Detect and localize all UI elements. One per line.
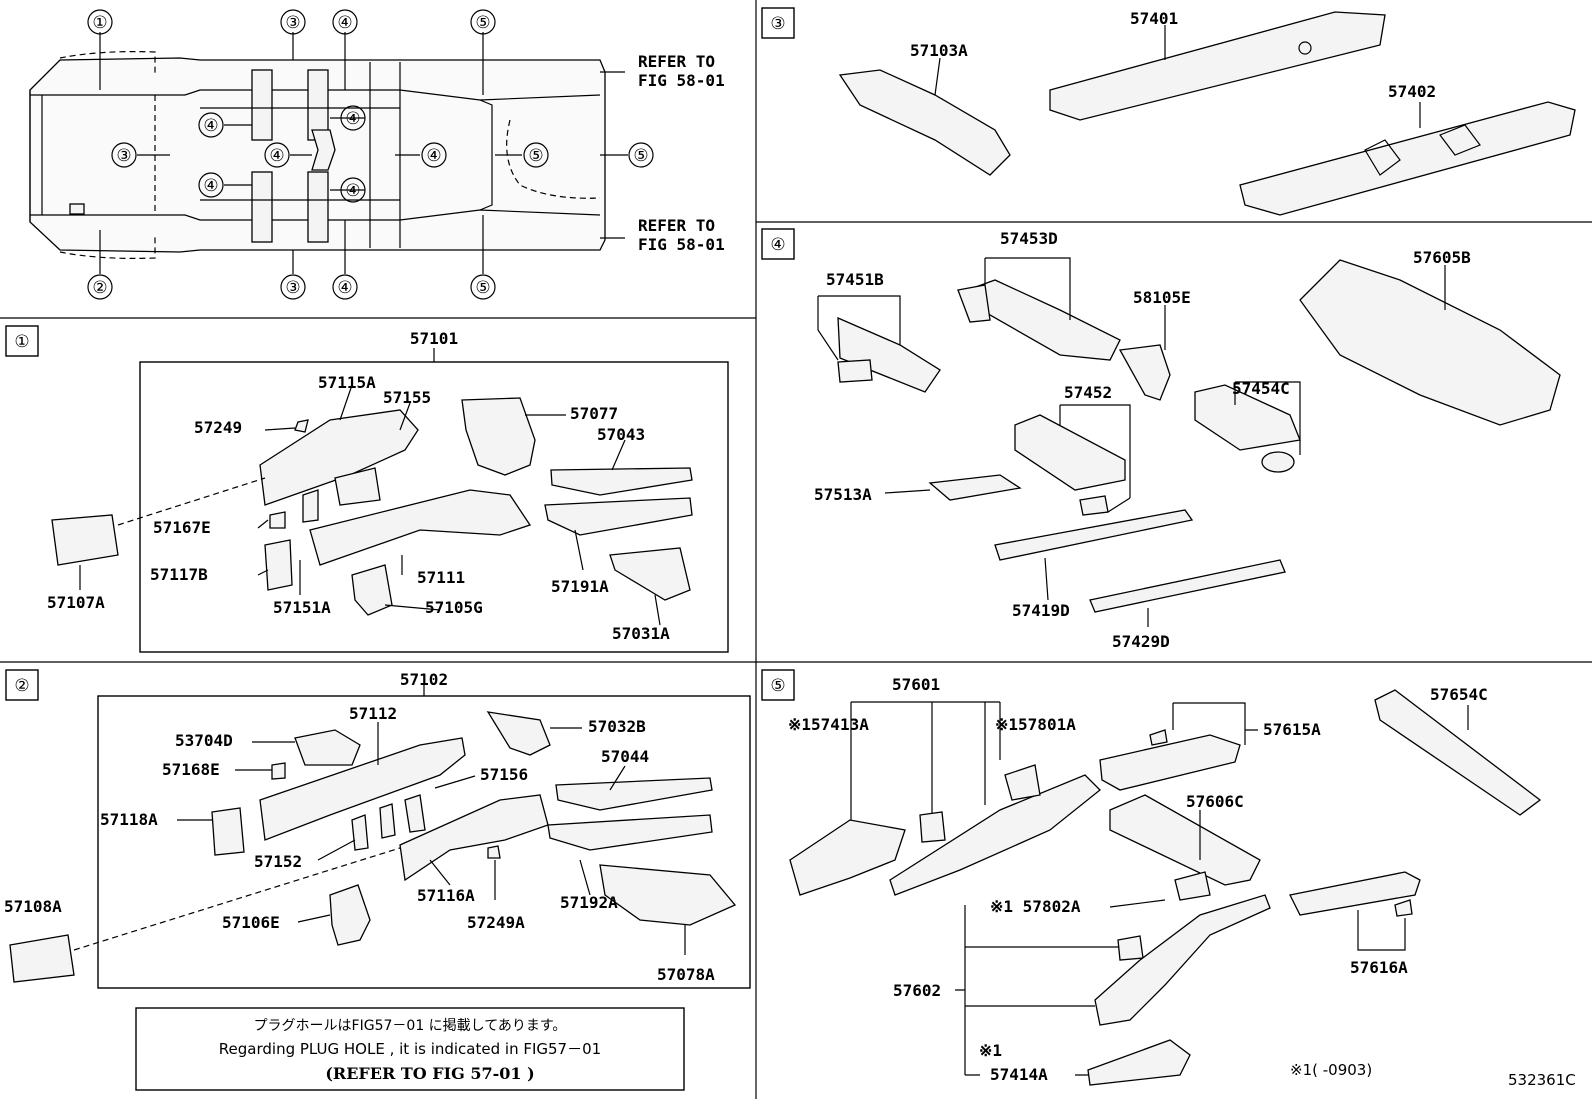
- part-57168E: 57168E: [162, 760, 220, 779]
- part-57115A: 57115A: [318, 373, 376, 392]
- part-157801A: ※157801A: [995, 715, 1076, 734]
- overview-callouts: ① ③ ④ ⑤ ② ③ ④ ⑤ ③ ④ ④ ④ ④ ④ ④ ⑤ ⑤ REFER …: [87, 9, 725, 300]
- part-57192A: 57192A: [560, 893, 618, 912]
- note-english: Regarding PLUG HOLE , it is indicated in…: [219, 1040, 601, 1058]
- part-57111: 57111: [417, 568, 465, 587]
- callout-inner-5a: ⑤: [528, 146, 543, 166]
- part-57419D: 57419D: [1012, 601, 1070, 620]
- part-57103A: 57103A: [910, 41, 968, 60]
- part-57116A: 57116A: [417, 886, 475, 905]
- part-57615A: 57615A: [1263, 720, 1321, 739]
- part-57108A: 57108A: [4, 897, 62, 916]
- diagram-id: 532361C: [1508, 1071, 1576, 1089]
- part-57513A: 57513A: [814, 485, 872, 504]
- part-57249A: 57249A: [467, 913, 525, 932]
- callout-top-5: ⑤: [475, 13, 490, 33]
- callout-top-3: ③: [285, 13, 300, 33]
- part-57414A: 57414A: [990, 1065, 1048, 1084]
- section2-group-label: 57102: [400, 670, 448, 689]
- part-57606C: 57606C: [1186, 792, 1244, 811]
- part-57105G: 57105G: [425, 598, 483, 617]
- part-57152: 57152: [254, 852, 302, 871]
- part-57249: 57249: [194, 418, 242, 437]
- part-57402: 57402: [1388, 82, 1436, 101]
- part-57654C: 57654C: [1430, 685, 1488, 704]
- callout-inner-4a: ④: [203, 116, 218, 136]
- callout-inner-4f: ④: [426, 146, 441, 166]
- refer-bottom-line2: FIG 58-01: [638, 235, 725, 254]
- part-57117B: 57117B: [150, 565, 208, 584]
- part-157802A: ※1 57802A: [990, 897, 1081, 916]
- section-2: ② 57102 57112 53704D 57168E 57032B 57044…: [4, 669, 751, 1091]
- frame-overview: [29, 32, 628, 274]
- part-57453D: 57453D: [1000, 229, 1058, 248]
- callout-bottom-5: ⑤: [475, 278, 490, 298]
- refer-bottom-line1: REFER TO: [638, 216, 715, 235]
- part-57191A: 57191A: [551, 577, 609, 596]
- note-japanese: プラグホールはFIG57－01 に掲載してあります。: [254, 1018, 567, 1034]
- note-reference: (REFER TO FIG 57-01 ): [325, 1064, 534, 1083]
- part-57031A: 57031A: [612, 624, 670, 643]
- part-57078A: 57078A: [657, 965, 715, 984]
- callout-bottom-2: ②: [92, 278, 107, 298]
- part-57151A: 57151A: [273, 598, 331, 617]
- callout-bottom-3: ③: [285, 278, 300, 298]
- part-57601: 57601: [892, 675, 940, 694]
- part-57451B: 57451B: [826, 270, 884, 289]
- refer-top-line2: FIG 58-01: [638, 71, 725, 90]
- section3-marker: ③: [770, 14, 785, 34]
- section-3: ③ 57103A 57401 57402: [761, 7, 1576, 216]
- section1-marker: ①: [14, 332, 29, 352]
- callout-bottom-4: ④: [337, 278, 352, 298]
- part-157413A: ※157413A: [788, 715, 869, 734]
- part-57156: 57156: [480, 765, 528, 784]
- section-4: ④ 57453D 57451B 58105E 57605B 574: [761, 228, 1561, 651]
- callout-inner-5b: ⑤: [633, 146, 648, 166]
- callout-inner-4b: ④: [203, 176, 218, 196]
- callout-top-1: ①: [92, 13, 107, 33]
- callout-inner-4c: ④: [269, 146, 284, 166]
- part-57032B: 57032B: [588, 717, 646, 736]
- part-57454C: 57454C: [1232, 379, 1290, 398]
- part-57155: 57155: [383, 388, 431, 407]
- part-57429D: 57429D: [1112, 632, 1170, 651]
- mark-1: ※1: [979, 1041, 1002, 1060]
- part-57112: 57112: [349, 704, 397, 723]
- footnote: ※1( -0903): [1290, 1061, 1372, 1079]
- section2-marker: ②: [14, 676, 29, 696]
- section5-marker: ⑤: [770, 676, 785, 696]
- callout-inner-4d: ④: [345, 109, 360, 129]
- callout-inner-4e: ④: [345, 181, 360, 201]
- section-1: ① 57101 57115A 57249 57155 57077 57043 5…: [5, 325, 729, 653]
- part-57401: 57401: [1130, 9, 1178, 28]
- section-5: ⑤ 57601 ※157413A ※157801A 57615A 57654C …: [761, 669, 1576, 1089]
- part-58105E: 58105E: [1133, 288, 1191, 307]
- part-57167E: 57167E: [153, 518, 211, 537]
- refer-top-line1: REFER TO: [638, 52, 715, 71]
- part-57077: 57077: [570, 404, 618, 423]
- section4-marker: ④: [770, 235, 785, 255]
- part-57605B: 57605B: [1413, 248, 1471, 267]
- part-57452: 57452: [1064, 383, 1112, 402]
- part-57616A: 57616A: [1350, 958, 1408, 977]
- part-57107A: 57107A: [47, 593, 105, 612]
- callout-top-4: ④: [337, 13, 352, 33]
- part-57043: 57043: [597, 425, 645, 444]
- part-57106E: 57106E: [222, 913, 280, 932]
- part-57118A: 57118A: [100, 810, 158, 829]
- part-57602: 57602: [893, 981, 941, 1000]
- section1-group-label: 57101: [410, 329, 458, 348]
- callout-inner-3: ③: [116, 146, 131, 166]
- part-53704D: 53704D: [175, 731, 233, 750]
- part-57044: 57044: [601, 747, 649, 766]
